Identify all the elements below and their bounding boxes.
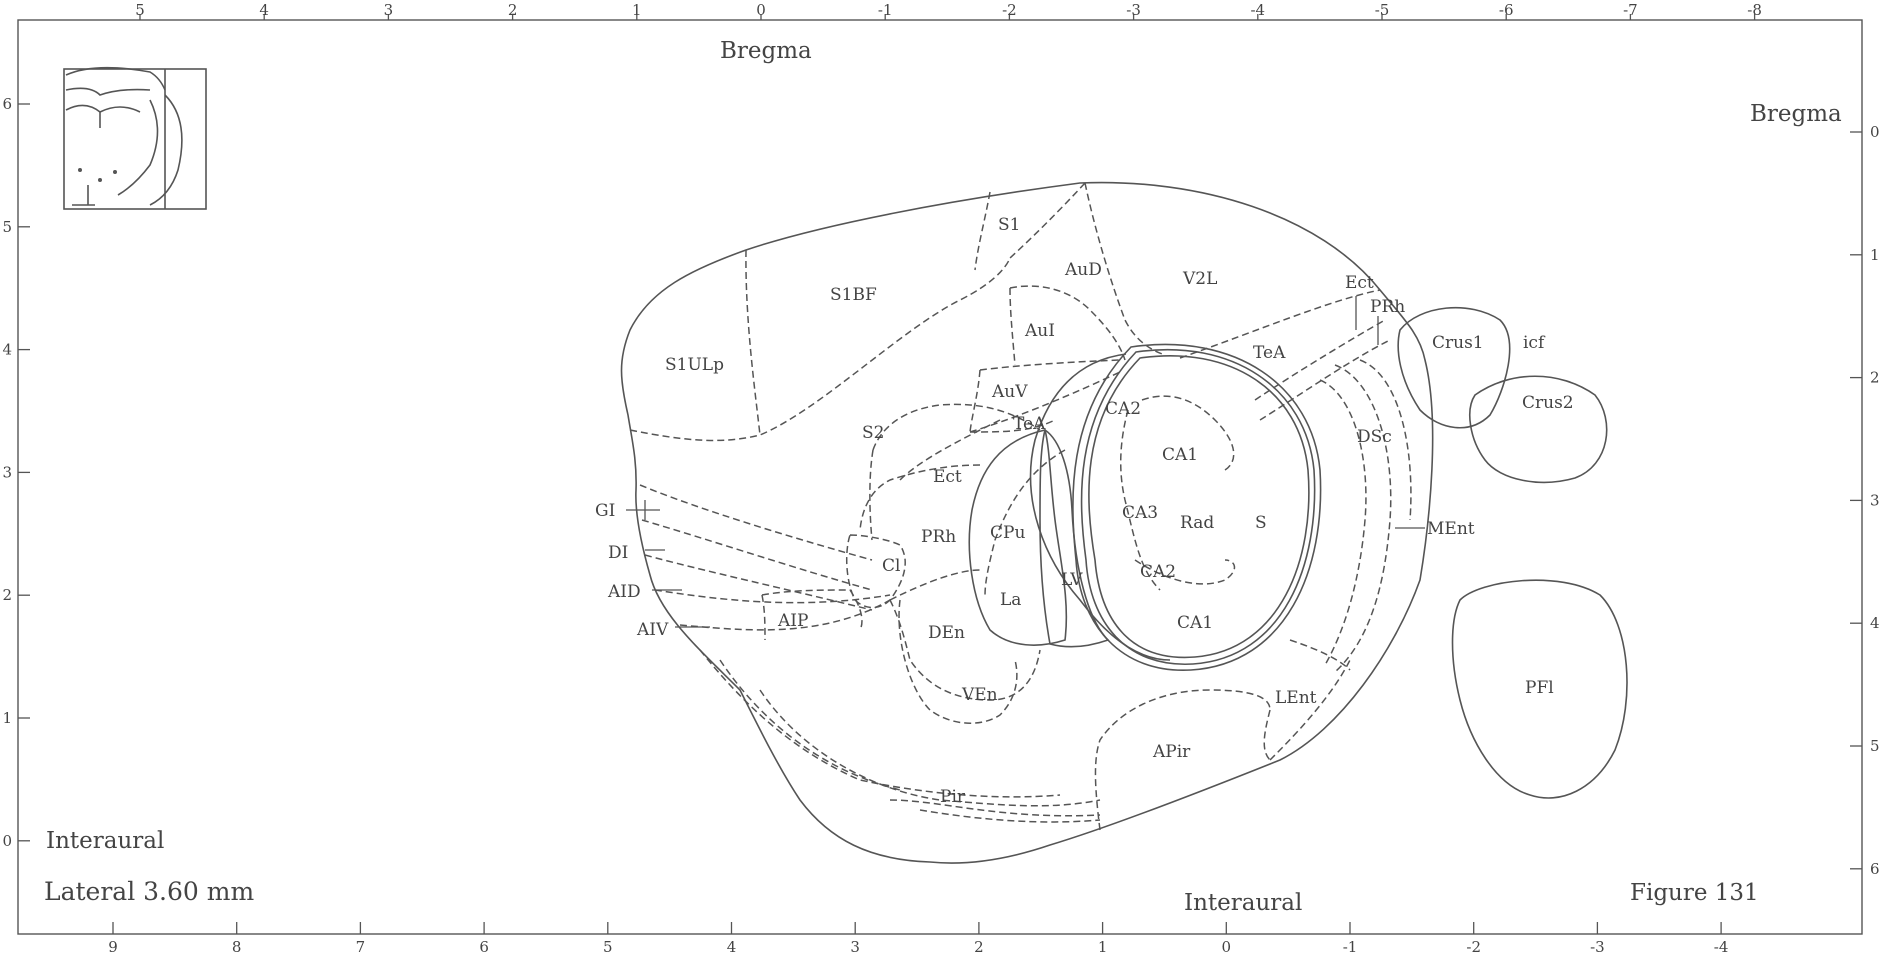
label-S: S (1255, 513, 1267, 533)
tick-label-top: 3 (384, 1, 394, 19)
tick-label-bottom: -4 (1714, 938, 1729, 956)
tick-label-top: 0 (756, 1, 766, 19)
label-S2: S2 (862, 423, 884, 443)
tick-label-left: 0 (2, 832, 12, 850)
tick-label-right: 2 (1870, 369, 1880, 387)
tick-label-bottom: 7 (356, 938, 366, 956)
label-TeA-mid: TeA (1013, 414, 1046, 434)
tick-label-top: 1 (632, 1, 642, 19)
tick-label-top: 5 (135, 1, 145, 19)
tick-label-right: 6 (1870, 860, 1880, 878)
label-PRh-top: PRh (1370, 297, 1405, 317)
label-AuV: AuV (991, 382, 1028, 402)
tick-label-left: 4 (2, 341, 12, 359)
label-CA2-top: CA2 (1105, 399, 1141, 419)
brain-outline (622, 183, 1433, 863)
tick-label-bottom: -2 (1466, 938, 1481, 956)
tick-label-top: -5 (1375, 1, 1390, 19)
tick-label-top: -4 (1250, 1, 1265, 19)
tick-label-top: -2 (1002, 1, 1017, 19)
tick-label-bottom: 9 (108, 938, 118, 956)
label-Ect-mid: Ect (933, 467, 962, 487)
interaural-left-label: Interaural (46, 828, 164, 854)
label-AIP: AIP (777, 611, 808, 631)
label-MEnt: MEnt (1427, 519, 1475, 539)
tick-label-top: -7 (1623, 1, 1638, 19)
label-DSc: DSc (1357, 427, 1392, 447)
tick-label-bottom: 8 (232, 938, 242, 956)
label-AuD: AuD (1064, 260, 1102, 280)
label-Pir: Pir (940, 787, 966, 807)
interaural-bottom-label: Interaural (1184, 890, 1302, 916)
tick-label-bottom: 6 (479, 938, 489, 956)
label-Cl: Cl (882, 556, 900, 576)
tick-label-right: 1 (1870, 246, 1880, 264)
tick-label-right: 5 (1870, 737, 1880, 755)
tick-label-left: 2 (2, 586, 12, 604)
label-CA1-bot: CA1 (1177, 613, 1213, 633)
tick-label-top: 4 (259, 1, 269, 19)
tick-label-bottom: 1 (1098, 938, 1108, 956)
label-DEn: DEn (928, 623, 965, 643)
label-DI: DI (608, 543, 628, 563)
label-APir: APir (1152, 742, 1191, 762)
label-CA2-bot: CA2 (1140, 562, 1176, 582)
tick-label-left: 5 (2, 218, 12, 236)
tick-label-right: 4 (1870, 614, 1880, 632)
tick-label-bottom: 2 (974, 938, 984, 956)
tick-label-left: 3 (2, 463, 12, 481)
label-S1: S1 (998, 215, 1020, 235)
tick-label-top: -1 (878, 1, 893, 19)
inset-thumbnail (64, 68, 206, 209)
tick-label-right: 3 (1870, 491, 1880, 509)
label-CA3: CA3 (1122, 503, 1158, 523)
label-Ect-top: Ect (1345, 273, 1374, 293)
label-AIV: AIV (636, 620, 669, 640)
tick-label-right: 0 (1870, 123, 1880, 141)
tick-label-top: -8 (1747, 1, 1762, 19)
tick-label-left: 1 (2, 709, 12, 727)
label-PRh-mid: PRh (921, 527, 956, 547)
label-Rad: Rad (1180, 513, 1214, 533)
label-CPu: CPu (990, 523, 1025, 543)
tick-label-top: -3 (1126, 1, 1141, 19)
label-Crus2: Crus2 (1522, 393, 1574, 413)
label-Crus1: Crus1 (1432, 333, 1484, 353)
tick-label-bottom: 0 (1222, 938, 1232, 956)
label-S1ULp: S1ULp (665, 355, 724, 375)
tick-label-bottom: 5 (603, 938, 613, 956)
label-La: La (1000, 590, 1021, 610)
label-PFl: PFl (1525, 678, 1554, 698)
tick-label-left: 6 (2, 95, 12, 113)
tick-label-top: 2 (508, 1, 518, 19)
bregma-top-label: Bregma (720, 38, 812, 64)
tick-label-bottom: 4 (727, 938, 737, 956)
label-VEn: VEn (961, 685, 998, 705)
label-S1BF: S1BF (830, 285, 877, 305)
bregma-right-label: Bregma (1750, 101, 1842, 127)
tick-label-top: -6 (1499, 1, 1514, 19)
label-V2L: V2L (1182, 269, 1217, 289)
region-labels: S1ULp S1BF S1 AuD V2L Ect PRh Crus1 icf … (595, 215, 1574, 807)
label-TeA-top: TeA (1253, 343, 1286, 363)
tick-label-bottom: 3 (850, 938, 860, 956)
figure-label: Figure 131 (1630, 880, 1759, 906)
label-LEnt: LEnt (1275, 688, 1317, 708)
label-GI: GI (595, 501, 615, 521)
label-LV: LV (1061, 570, 1083, 590)
label-AID: AID (607, 582, 641, 602)
tick-label-bottom: -3 (1590, 938, 1605, 956)
leader-lines (626, 296, 1425, 627)
label-icf: icf (1523, 333, 1546, 353)
area-borders (630, 183, 1411, 830)
label-CA1-top: CA1 (1162, 445, 1198, 465)
tick-label-bottom: -1 (1343, 938, 1358, 956)
label-AuI: AuI (1024, 321, 1055, 341)
lateral-label: Lateral 3.60 mm (44, 877, 254, 906)
crus1-outline (1398, 308, 1509, 428)
